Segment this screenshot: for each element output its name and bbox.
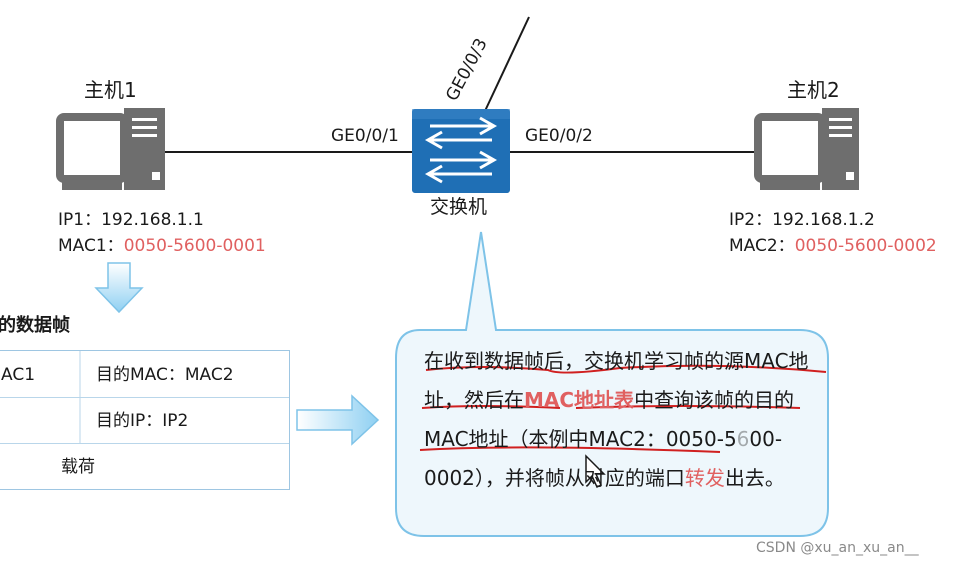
underline-4 <box>419 446 721 453</box>
callout-part-3: 中查询该帧的目的MAC地址（本例中MAC2：0050-5 <box>424 388 795 451</box>
switch-icon <box>412 109 510 193</box>
frame-title: 的数据帧 <box>0 315 70 336</box>
host1-ip-value: 192.168.1.1 <box>101 210 204 230</box>
switch-label: 交换机 <box>430 196 488 218</box>
host1-ip: IP1：192.168.1.1 <box>58 212 204 229</box>
host2-mac-value: 0050-5600-0002 <box>794 236 937 256</box>
frame-cell-payload: 载荷 <box>61 457 95 477</box>
host2-ip: IP2：192.168.1.2 <box>729 212 875 229</box>
host2-ip-prefix: IP2： <box>729 210 773 230</box>
underline-2 <box>421 405 561 409</box>
down-arrow <box>94 262 144 314</box>
callout-bubble <box>395 231 829 537</box>
host1-mac-prefix: MAC1： <box>58 236 124 256</box>
host2-title: 主机2 <box>787 78 840 102</box>
frame-cell-dst-mac: 目的MAC：MAC2 <box>96 365 234 385</box>
callout-part-5: 00-0002），并将帧从对应的端口 <box>424 427 783 490</box>
host1-ip-prefix: IP1： <box>58 210 102 230</box>
link-switch-uplink <box>484 16 530 112</box>
underline-1 <box>425 364 827 374</box>
watermark: CSDN @xu_an_xu_an__ <box>756 540 919 556</box>
host2-mac-prefix: MAC2： <box>729 236 795 256</box>
host1-mac-value: 0050-5600-0001 <box>123 236 266 256</box>
mouse-cursor-icon <box>585 454 606 489</box>
port-label-ge001: GE0/0/1 <box>331 126 399 146</box>
host1-mac: MAC1：0050-5600-0001 <box>58 238 266 255</box>
frame-table: AC1 目的MAC：MAC2 目的IP：IP2 载荷 <box>0 350 290 490</box>
callout-part-2: MAC地址表 <box>524 388 635 412</box>
host1-pc-icon <box>56 108 165 190</box>
host2-mac: MAC2：0050-5600-0002 <box>729 238 937 255</box>
callout-part-6: 转发 <box>684 466 725 490</box>
callout-part-7: 出去。 <box>724 466 785 490</box>
callout-text: 在收到数据帧后，交换机学习帧的源MAC地址，然后在MAC地址表中查询该帧的目的M… <box>424 342 824 498</box>
port-label-ge002: GE0/0/2 <box>525 126 593 146</box>
underline-3 <box>575 405 801 409</box>
frame-cell-dst-ip: 目的IP：IP2 <box>96 411 189 431</box>
host2-pc-icon <box>754 108 859 190</box>
host2-ip-value: 192.168.1.2 <box>772 210 875 230</box>
frame-divider-2 <box>0 443 289 444</box>
host1-title: 主机1 <box>84 78 137 102</box>
callout-part-1: 在收到数据帧后，交换机学习帧的源MAC地址，然后在 <box>424 349 809 412</box>
callout-part-4: 6 <box>736 427 750 451</box>
frame-cell-src-mac: AC1 <box>1 365 36 385</box>
right-arrow <box>296 394 380 446</box>
frame-divider-1 <box>0 397 289 398</box>
